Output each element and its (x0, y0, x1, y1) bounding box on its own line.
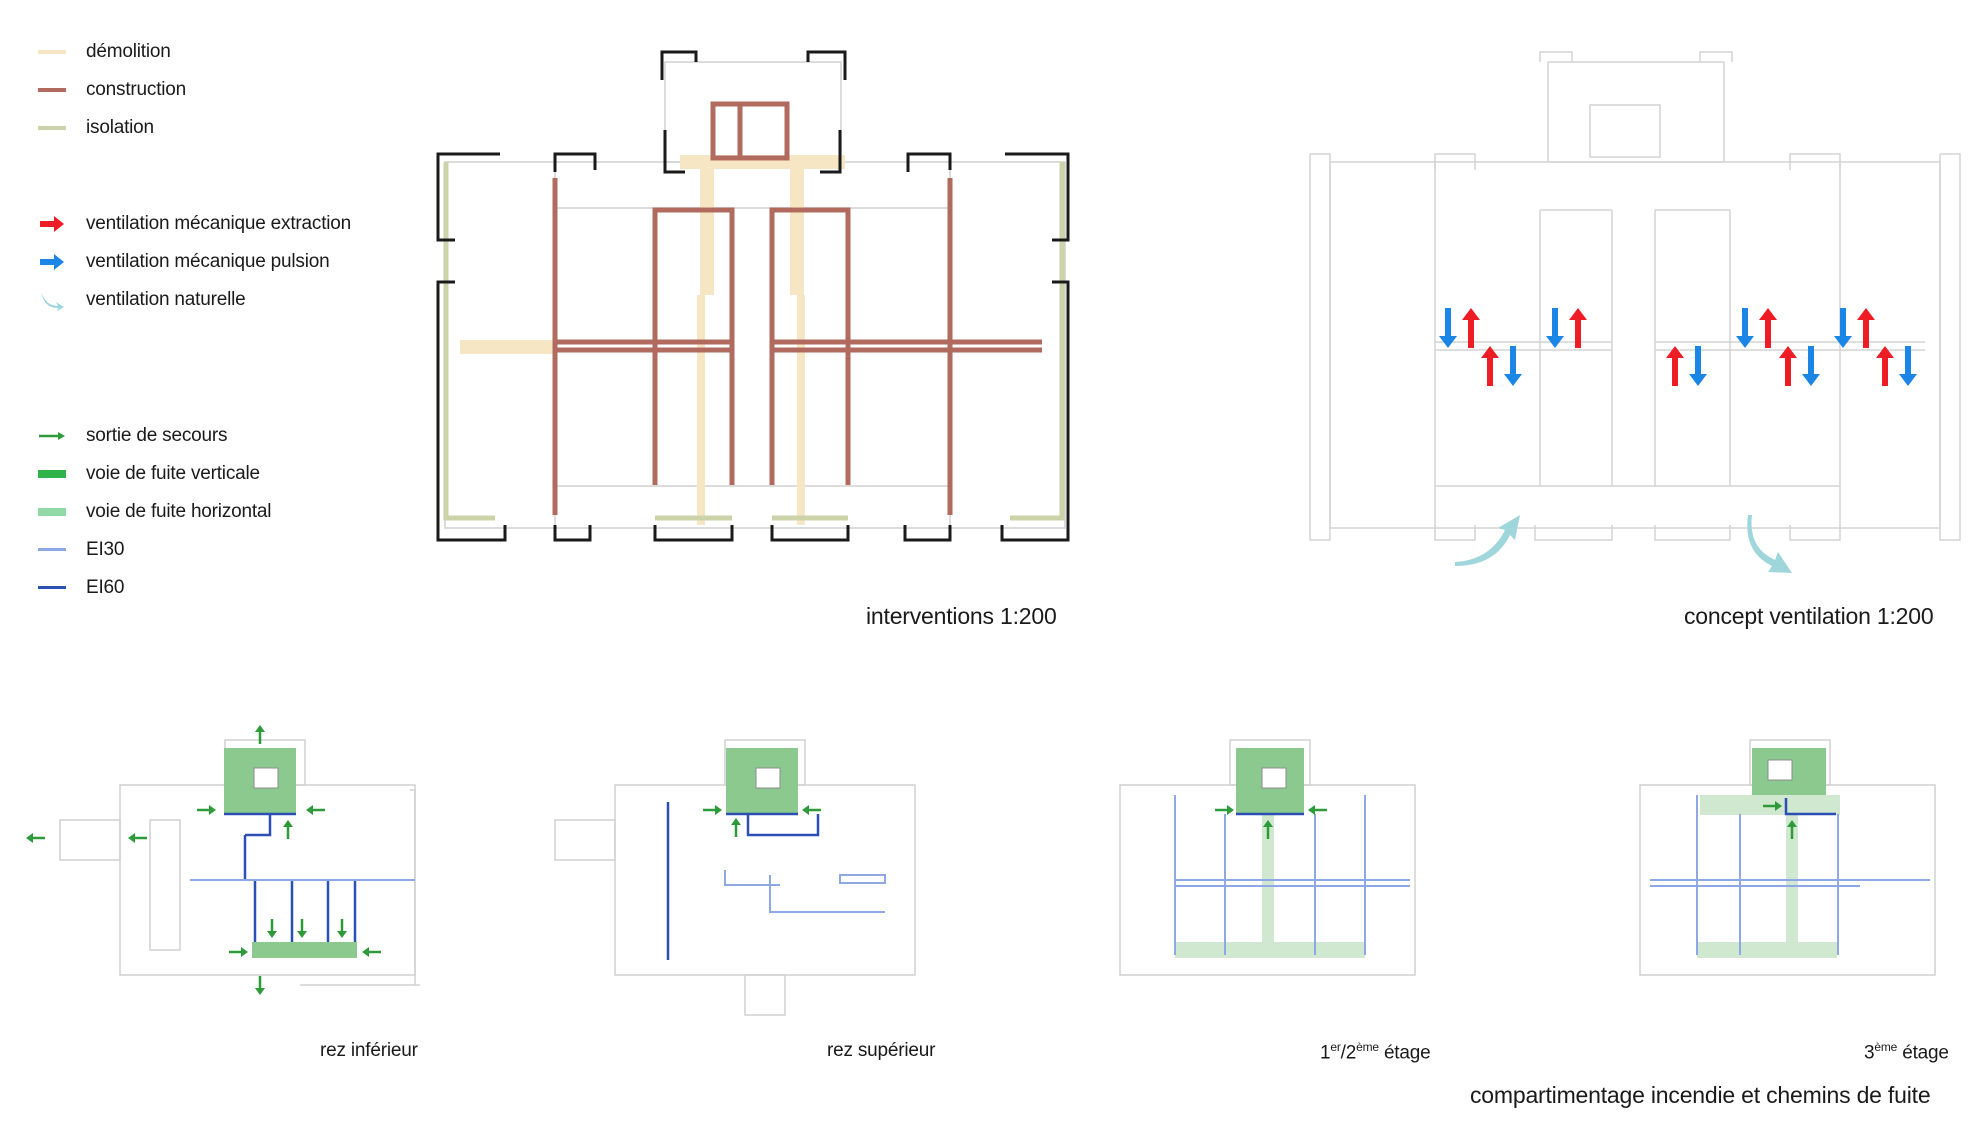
legend-item-construction: construction (38, 78, 186, 102)
legend-item-horizontal: voie de fuite horizontal (38, 500, 272, 524)
caption-interventions: interventions 1:200 (866, 603, 1057, 629)
legend-item-naturelle: ventilation naturelle (38, 288, 246, 312)
legend-label: ventilation mécanique extraction (86, 213, 352, 234)
plan-rez-inferieur (24, 723, 420, 997)
legend-item-verticale: voie de fuite verticale (38, 462, 260, 486)
legend-item-sortie: sortie de secours (38, 424, 227, 448)
plan-etage-3 (1639, 739, 1936, 976)
curved-arrow-icon (41, 292, 64, 311)
floor-label-rez-superieur: rez supérieur (827, 1040, 936, 1061)
legend-label: ventilation naturelle (86, 289, 246, 310)
natural-ventilation-arrows (1455, 515, 1792, 573)
legend-item-extraction: ventilation mécanique extraction (38, 212, 351, 236)
green-arrow-icon (39, 432, 65, 440)
floor-label-etage-12: 1er/2ème étage (1320, 1040, 1431, 1064)
caption-fire: compartimentage incendie et chemins de f… (1470, 1082, 1931, 1108)
legend-item-isolation: isolation (38, 116, 154, 140)
legend-item-ei30: EI30 (38, 538, 124, 562)
legend-item-ei60: EI60 (38, 576, 124, 600)
legend-label: construction (86, 79, 187, 100)
legend-item-demolition: démolition (38, 40, 171, 64)
plan-etage-12 (1119, 739, 1416, 976)
floor-label-rez-inferieur: rez inférieur (320, 1040, 418, 1061)
legend-label: EI60 (86, 577, 125, 598)
floor-label-etage-3: 3ème étage (1864, 1040, 1949, 1064)
legend-label: EI30 (86, 539, 125, 560)
legend-label: ventilation mécanique pulsion (86, 251, 330, 272)
caption-ventilation: concept ventilation 1:200 (1684, 603, 1934, 629)
legend-label: isolation (86, 117, 154, 138)
red-arrow-icon (40, 216, 64, 232)
legend-label: démolition (86, 41, 171, 62)
blue-arrow-icon (40, 254, 64, 270)
legend-item-pulsion: ventilation mécanique pulsion (38, 250, 330, 274)
legend-label: sortie de secours (86, 425, 228, 446)
legend-label: voie de fuite verticale (86, 463, 260, 484)
plan-rez-superieur (554, 739, 916, 1016)
legend-label: voie de fuite horizontal (86, 501, 272, 522)
